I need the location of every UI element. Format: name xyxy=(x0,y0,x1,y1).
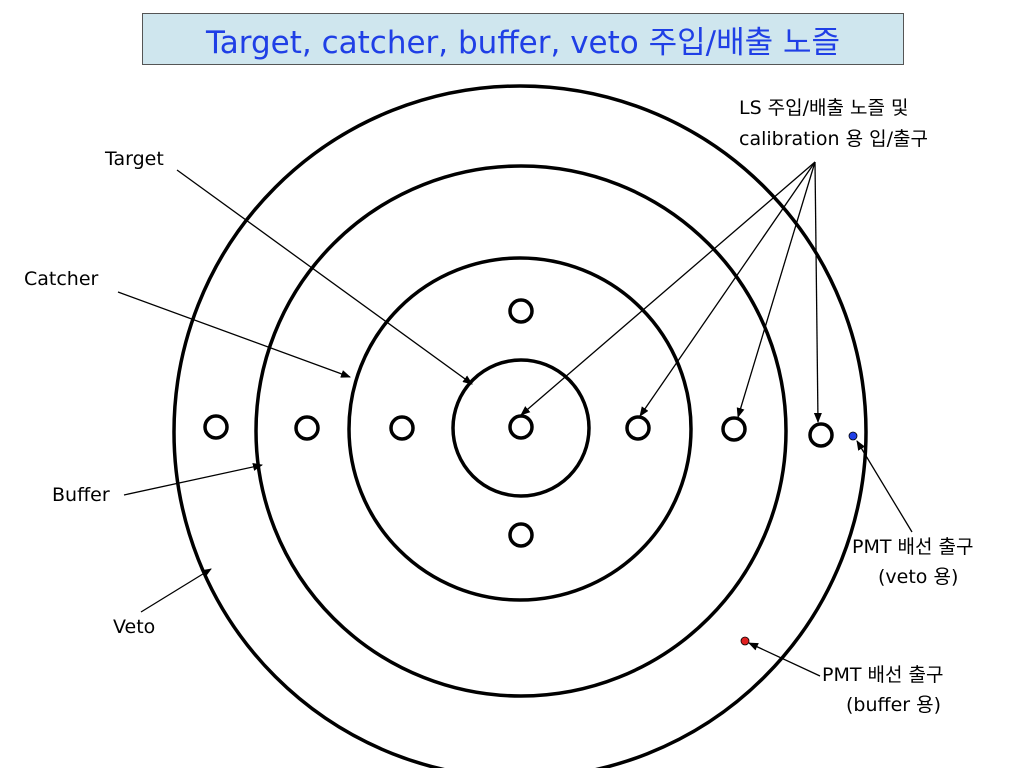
label-pmt-buffer-line1: PMT 배선 출구 xyxy=(822,664,943,686)
nozzle-center xyxy=(508,414,534,440)
ls-arrow-center xyxy=(520,161,816,416)
label-target: Target xyxy=(104,148,164,170)
label-pmt-buffer-line2: (buffer 용) xyxy=(846,694,941,716)
catcher-circle xyxy=(347,256,693,602)
label-pmt-veto-line1: PMT 배선 출구 xyxy=(852,536,973,558)
nozzle-catcher-right xyxy=(625,415,651,441)
buffer-circle xyxy=(254,164,788,698)
label-veto: Veto xyxy=(113,616,155,638)
target-arrow xyxy=(176,169,473,385)
nozzle-buffer-right xyxy=(721,416,747,442)
pmt-buffer-arrow xyxy=(748,642,821,677)
label-pmt-veto-line2: (veto 용) xyxy=(878,566,958,588)
pmt-buffer-dot xyxy=(740,636,750,646)
nozzle-veto-left xyxy=(203,414,229,440)
diagram-title: Target, catcher, buffer, veto 주입/배출 노즐 xyxy=(205,24,841,61)
label-ls-line2: calibration 용 입/출구 xyxy=(739,128,928,150)
nozzle-veto-right xyxy=(808,422,834,448)
ls-arrow-veto xyxy=(813,161,822,423)
nozzle-catcher-left xyxy=(389,415,415,441)
label-ls-line1: LS 주입/배출 노즐 및 xyxy=(739,97,909,119)
nozzle-top xyxy=(508,298,534,324)
pmt-veto-arrow xyxy=(856,440,913,533)
buffer-arrow xyxy=(123,463,263,496)
pmt-veto-dot xyxy=(848,431,858,441)
veto-circle xyxy=(172,84,868,768)
catcher-arrow xyxy=(117,291,351,378)
label-catcher: Catcher xyxy=(24,268,99,290)
nozzle-buffer-left xyxy=(294,415,320,441)
title-box: Target, catcher, buffer, veto 주입/배출 노즐 xyxy=(142,13,904,65)
veto-arrow xyxy=(140,568,212,613)
label-buffer: Buffer xyxy=(52,484,110,506)
nozzle-bottom xyxy=(508,522,534,548)
ls-arrow-buffer xyxy=(736,161,816,418)
ls-arrow-catcher xyxy=(639,161,816,417)
target-circle xyxy=(451,358,591,498)
